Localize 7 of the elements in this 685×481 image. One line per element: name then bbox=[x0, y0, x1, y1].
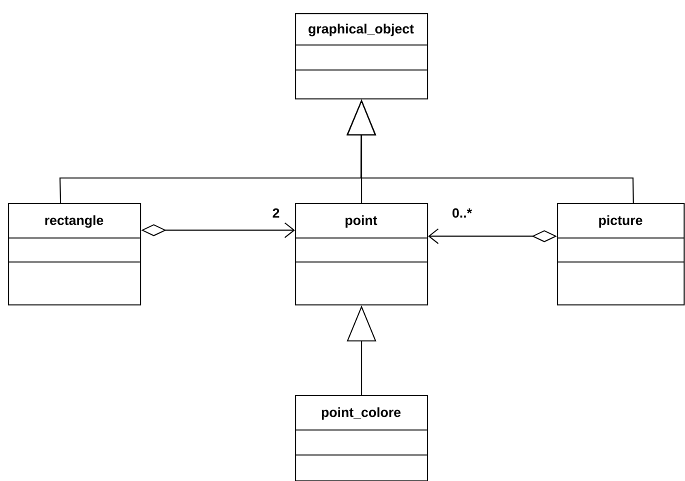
class-box: point_colore bbox=[295, 395, 428, 481]
class-box: picture bbox=[557, 203, 685, 306]
multiplicity-label: 2 bbox=[270, 207, 282, 219]
class-box: rectangle bbox=[8, 203, 142, 306]
class-box: point bbox=[295, 203, 428, 306]
multiplicity-label: 0..* bbox=[450, 206, 474, 220]
class-box: graphical_object bbox=[295, 13, 428, 100]
